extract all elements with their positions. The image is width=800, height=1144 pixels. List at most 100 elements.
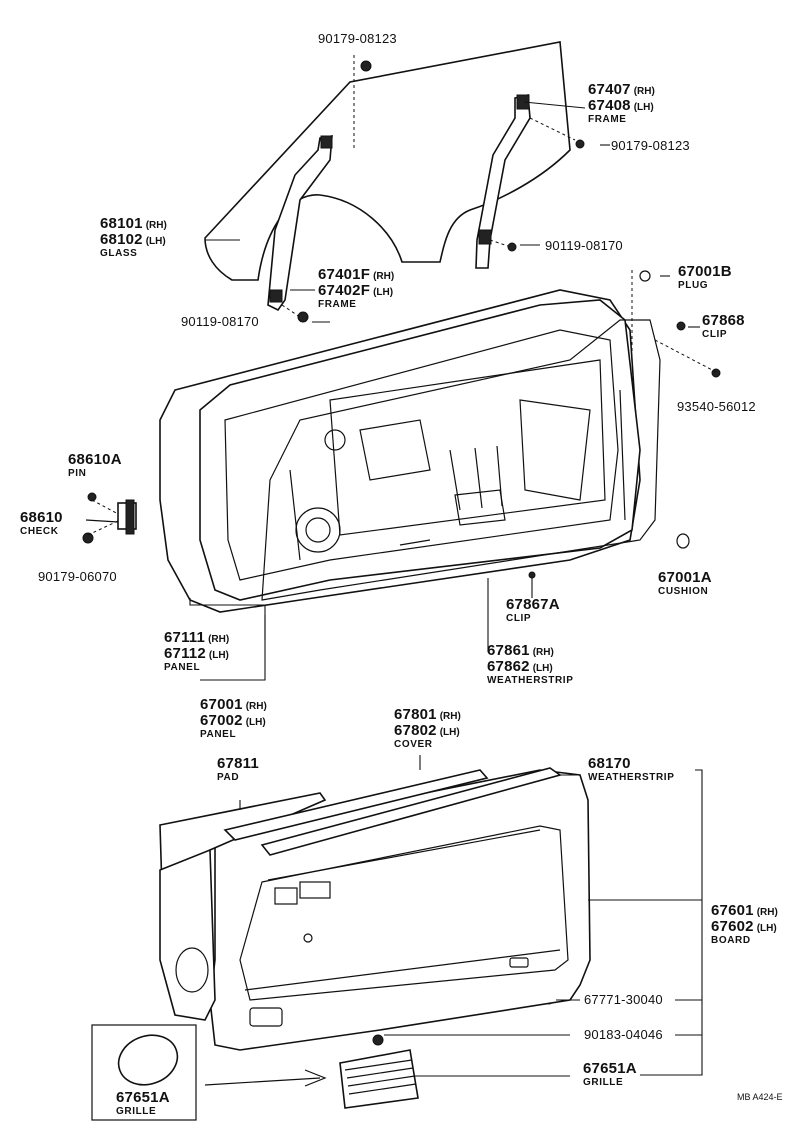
inner-panel-label: 67111(RH) 67112(LH) PANEL (164, 630, 229, 673)
diagram-id: MB A424-E (737, 1092, 783, 1102)
pin-label: 68610A PIN (68, 452, 122, 479)
plug-label: 67001B PLUG (678, 264, 732, 291)
board-clip-label: 67771-30040 (584, 992, 663, 1007)
pin-name: PIN (68, 468, 87, 479)
bolt-top-label: 90179-08123 (318, 31, 397, 46)
door-inner-panel (199, 299, 641, 601)
rear-frame-lh-side: (LH) (633, 102, 654, 113)
grille-name: GRILLE (583, 1077, 624, 1088)
front-frame-name: FRAME (318, 299, 357, 310)
install-guide-lines (87, 55, 717, 536)
board-lh-side: (LH) (756, 923, 777, 934)
clip-number: 67868 (702, 312, 745, 329)
weatherstrip-clip-number: 67867A (506, 596, 560, 613)
cushion-label: 67001A CUSHION (658, 570, 712, 597)
grille-inset-number: 67651A (116, 1089, 170, 1106)
belt-weatherstrip-label: 68170 WEATHERSTRIP (588, 756, 674, 783)
clip-name: CLIP (702, 329, 728, 340)
speaker-grille (339, 1049, 419, 1109)
belt-weatherstrip-number: 68170 (588, 755, 631, 772)
front-frame-lh-side: (LH) (373, 287, 394, 298)
glass-lh-number: 68102 (100, 231, 143, 248)
cover-rh-side: (RH) (439, 711, 461, 722)
outer-panel-lh-number: 67002 (200, 712, 243, 729)
door-check (85, 499, 137, 535)
check-number: 68610 (20, 509, 63, 526)
grille-inset-name: GRILLE (116, 1106, 157, 1117)
door-weatherstrip-name: WEATHERSTRIP (487, 675, 574, 686)
glass-lh-side: (LH) (145, 236, 166, 247)
glass-rh-side: (RH) (145, 220, 167, 231)
grille-inset-box (91, 1024, 327, 1121)
door-weatherstrip-lh-number: 67862 (487, 658, 530, 675)
cushion-name: CUSHION (658, 586, 709, 597)
inner-panel-rh-side: (RH) (208, 634, 230, 645)
rear-frame-rh-number: 67407 (588, 81, 631, 98)
leader-lines (189, 101, 703, 1077)
glass-name: GLASS (100, 248, 138, 259)
door-glass (204, 41, 571, 281)
pad-label: 67811 PAD (217, 756, 259, 783)
door-weatherstrip-lh-side: (LH) (532, 663, 553, 674)
bolt-right-label: 90119-08170 (545, 238, 623, 253)
outer-panel-rh-number: 67001 (200, 696, 243, 713)
fastener-markers (82, 60, 721, 1046)
outer-panel-name: PANEL (200, 729, 237, 740)
rear-frame-lh-number: 67408 (588, 97, 631, 114)
grille-number: 67651A (583, 1060, 637, 1077)
door-weatherstrip (261, 319, 661, 601)
outer-panel-label: 67001(RH) 67002(LH) PANEL (200, 697, 267, 740)
grille-inset-label: 67651A GRILLE (116, 1090, 170, 1117)
board-lh-number: 67602 (711, 918, 754, 935)
weatherstrip-clip-name: CLIP (506, 613, 532, 624)
rear-frame-rh-side: (RH) (633, 86, 655, 97)
inner-panel-name: PANEL (164, 662, 201, 673)
glass-rh-number: 68101 (100, 215, 143, 232)
screw-right-label: 93540-56012 (677, 399, 756, 414)
nut-left-label: 90179-06070 (38, 569, 117, 584)
inner-panel-lh-number: 67112 (164, 645, 206, 662)
cover-and-belt-weatherstrip (223, 767, 562, 856)
clip-label: 67868 CLIP (702, 313, 745, 340)
door-weatherstrip-rh-number: 67861 (487, 642, 530, 659)
cover-lh-number: 67802 (394, 722, 437, 739)
inner-panel-rh-number: 67111 (164, 629, 206, 646)
cover-rh-number: 67801 (394, 706, 437, 723)
pin-number: 68610A (68, 451, 122, 468)
front-glass-frame (267, 135, 333, 312)
door-weatherstrip-label: 67861(RH) 67862(LH) WEATHERSTRIP (487, 643, 573, 686)
board-rh-side: (RH) (756, 907, 778, 918)
cushion-number: 67001A (658, 569, 712, 586)
front-frame-label: 67401F(RH) 67402F(LH) FRAME (318, 267, 394, 310)
pad-name: PAD (217, 772, 240, 783)
rear-frame-name: FRAME (588, 114, 627, 125)
cover-label: 67801(RH) 67802(LH) COVER (394, 707, 461, 750)
pad-number: 67811 (217, 755, 259, 772)
cover-lh-side: (LH) (439, 727, 460, 738)
rear-frame-label: 67407(RH) 67408(LH) FRAME (588, 82, 655, 125)
check-label: 68610 CHECK (20, 510, 63, 537)
board-screw-label: 90183-04046 (584, 1027, 663, 1042)
door-weatherstrip-rh-side: (RH) (532, 647, 554, 658)
front-frame-lh-number: 67402F (318, 282, 371, 299)
nut-right-label: 90179-08123 (611, 138, 690, 153)
board-label: 67601(RH) 67602(LH) BOARD (711, 903, 778, 946)
inner-panel-lh-side: (LH) (208, 650, 229, 661)
weatherstrip-clip-label: 67867A CLIP (506, 597, 560, 624)
board-rh-number: 67601 (711, 902, 754, 919)
plug-name: PLUG (678, 280, 709, 291)
bolt-left-label: 90119-08170 (181, 314, 259, 329)
door-pad (159, 792, 327, 1021)
front-frame-rh-side: (RH) (373, 271, 395, 282)
plug-number: 67001B (678, 263, 732, 280)
glass-label: 68101(RH) 68102(LH) GLASS (100, 216, 167, 259)
outer-panel-lh-side: (LH) (245, 717, 266, 728)
belt-weatherstrip-name: WEATHERSTRIP (588, 772, 675, 783)
cover-name: COVER (394, 739, 433, 750)
grille-label: 67651A GRILLE (583, 1061, 637, 1088)
board-name: BOARD (711, 935, 751, 946)
outer-panel-rh-side: (RH) (245, 701, 267, 712)
front-frame-rh-number: 67401F (318, 266, 371, 283)
